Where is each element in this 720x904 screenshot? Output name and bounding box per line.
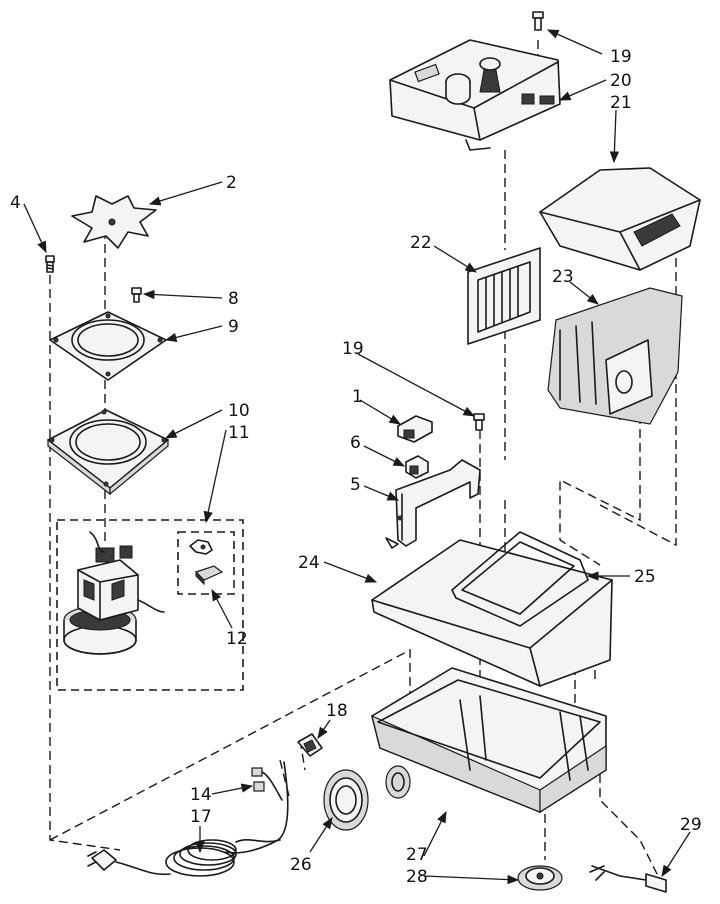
part-22-filter-grille [467,247,541,345]
part-19-screw-middle [473,413,485,431]
callout-9: 9 [228,317,239,337]
callout-19-middle: 19 [342,339,364,359]
part-5-switch-bracket [385,459,481,549]
callout-10: 10 [228,401,250,421]
callout-24: 24 [298,553,320,573]
callout-19-top: 19 [610,47,632,67]
part-8-screw [131,287,142,303]
part-14-strain-relief [225,761,289,854]
part-20-top-cover [389,39,561,151]
callout-18: 18 [326,701,348,721]
callout-17: 17 [190,807,212,827]
callout-27: 27 [406,845,428,865]
callout-23: 23 [552,267,574,287]
callout-11: 11 [228,423,250,443]
callout-12: 12 [226,629,248,649]
leader-lines [23,29,691,885]
part-29-cord [589,865,667,893]
part-10-motor-mount [47,409,169,496]
callout-21: 21 [610,93,632,113]
part-21-lid [539,167,701,271]
callout-20: 20 [610,71,632,91]
part-19-screw-top [532,11,544,31]
callout-6: 6 [350,433,361,453]
callout-labels: 2 4 8 9 10 11 12 14 17 18 19 20 21 22 23… [10,47,702,887]
callout-8: 8 [228,289,239,309]
part-28-caster [517,865,563,891]
part-23-dust-bag [547,287,683,425]
callout-1: 1 [352,387,363,407]
part-17-power-cord [87,839,281,877]
callout-25: 25 [634,567,656,587]
part-4-screw [45,255,55,273]
callout-26: 26 [290,855,312,875]
callout-14: 14 [190,785,212,805]
part-9-gasket-plate [49,311,167,381]
part-6-connector [405,455,429,479]
callout-4: 4 [10,193,21,213]
part-11-motor-assembly [56,519,244,691]
part-1-switch [397,415,433,443]
callout-5: 5 [350,475,361,495]
part-18-fitting [297,733,323,757]
callout-28: 28 [406,867,428,887]
part-26-wheel [323,769,369,831]
part-12-carbon-brushes [177,531,235,595]
part-27-base-housing [371,667,607,814]
callout-2: 2 [226,173,237,193]
part-2-baffle [71,195,157,249]
callout-22: 22 [410,233,432,253]
callout-29: 29 [680,815,702,835]
